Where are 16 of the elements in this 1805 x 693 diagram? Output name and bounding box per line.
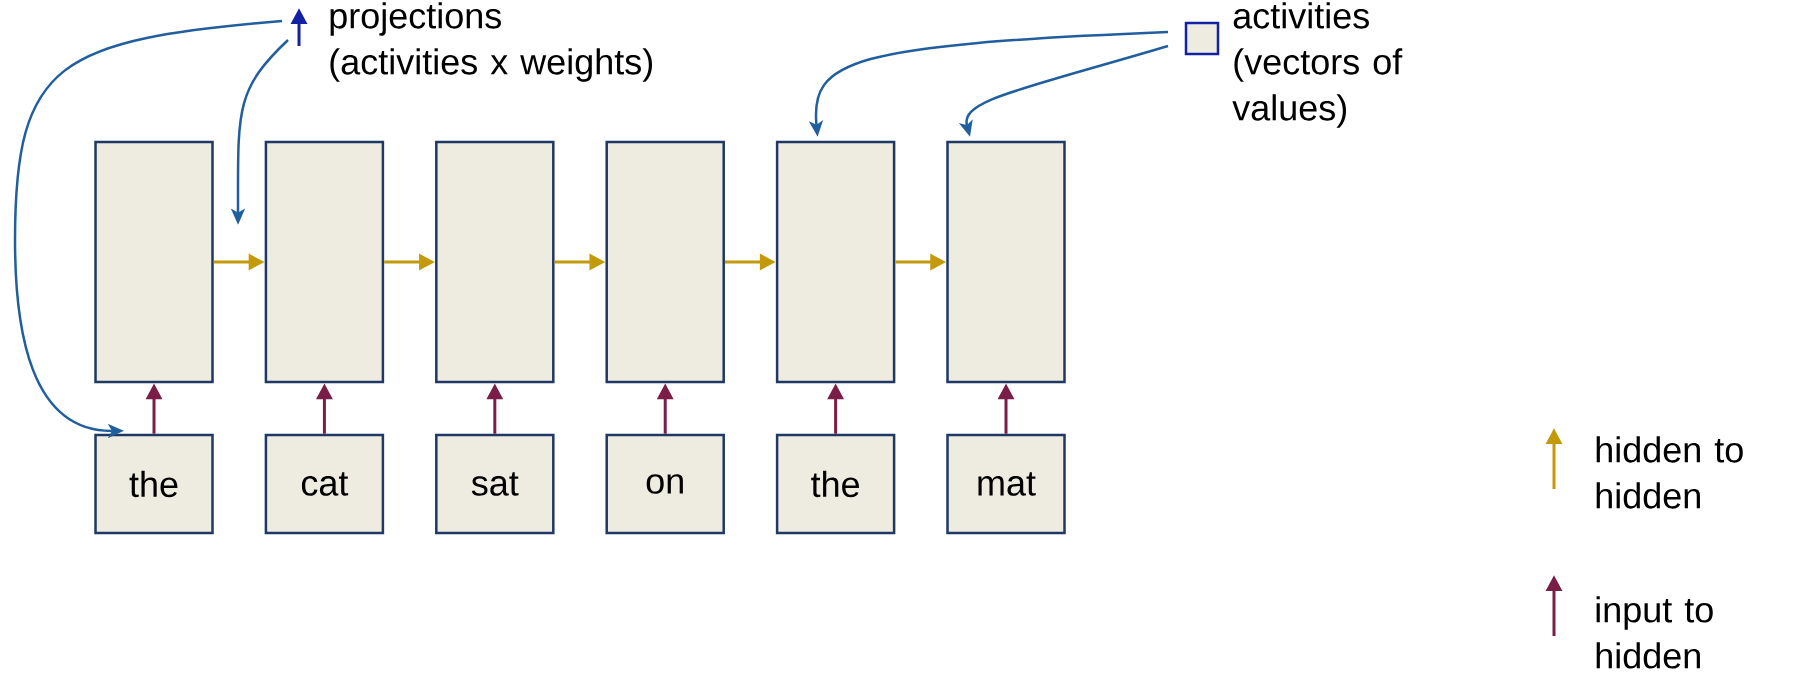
word-box: the <box>94 433 214 535</box>
annotation-text: activities (vectors of values) <box>1232 2 1403 128</box>
hidden-state-box <box>264 140 385 384</box>
hidden-state-box <box>435 140 555 384</box>
hidden-state-box <box>94 140 214 384</box>
word-box: mat <box>946 433 1066 535</box>
legend-label: hidden to hidden <box>1596 436 1743 509</box>
hidden-state-box <box>775 140 896 384</box>
word-box: sat <box>435 433 555 535</box>
legend-label: input to hidden <box>1596 596 1713 669</box>
word-box: on <box>605 433 725 535</box>
word-box: the <box>775 433 896 535</box>
annotation-text: projections (activities x weights) <box>330 2 652 82</box>
hidden-state-box <box>605 140 725 384</box>
word-box: cat <box>264 433 385 535</box>
hidden-state-box <box>946 140 1066 384</box>
